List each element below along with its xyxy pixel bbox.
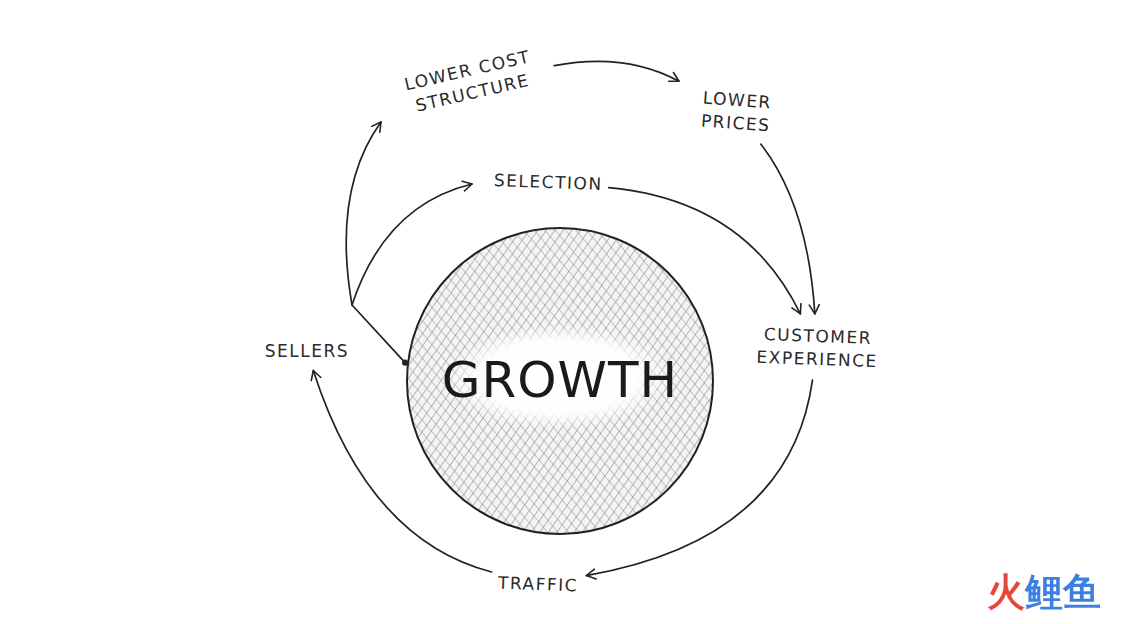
step-label: SELLERS [265, 340, 349, 363]
hub-title: GROWTH [404, 225, 716, 537]
flywheel-step: TRAFFIC [498, 571, 579, 597]
flow-arrow [346, 122, 381, 305]
flow-arrow [352, 305, 405, 363]
step-label: TRAFFIC [498, 571, 579, 597]
flywheel-step: LOWER COST STRUCTURE [392, 43, 548, 121]
flywheel-step: SELLERS [265, 340, 349, 363]
growth-circle: GROWTH [404, 225, 716, 537]
watermark: 火鲤鱼 [987, 567, 1101, 618]
flywheel-step: SELECTION [493, 169, 602, 196]
flywheel-step: CUSTOMER EXPERIENCE [724, 322, 910, 374]
flow-arrow [554, 61, 679, 81]
step-label: SELECTION [493, 169, 602, 196]
step-label: LOWER COST STRUCTURE [392, 43, 548, 121]
step-label: LOWER PRICES [687, 86, 785, 138]
step-label: CUSTOMER EXPERIENCE [724, 322, 910, 374]
flow-arrow [761, 144, 815, 314]
flywheel-step: LOWER PRICES [687, 86, 785, 138]
